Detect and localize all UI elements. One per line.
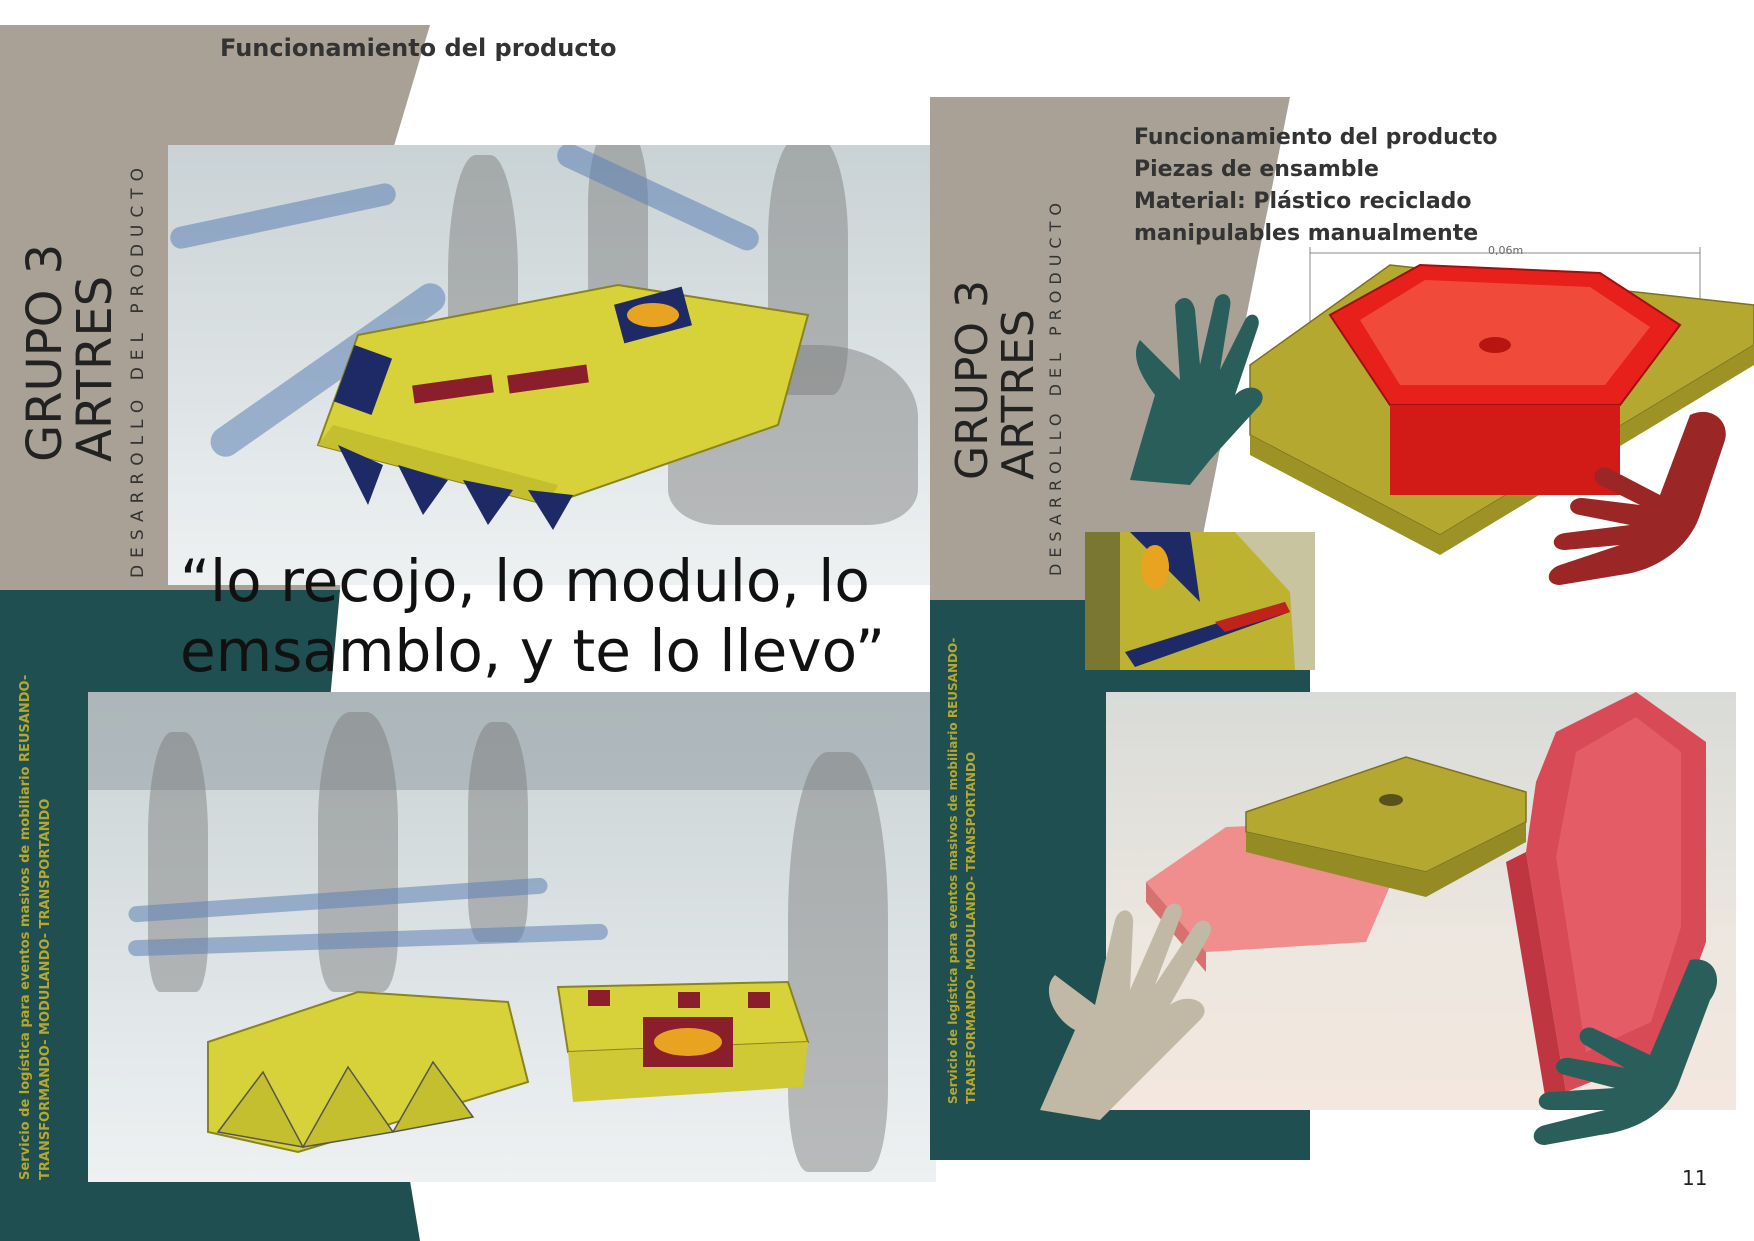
hexagon-piece-render — [1249, 247, 1754, 555]
silhouette — [468, 722, 528, 942]
spec-list: Funcionamiento del producto Piezas de en… — [1134, 122, 1497, 250]
spec-line-3: Material: Plástico reciclado — [1134, 189, 1472, 214]
right-brand: GRUPO 3 ARTRES — [947, 279, 1044, 480]
right-service-text: Servicio de logística para eventos masiv… — [944, 638, 980, 1104]
render-top-left — [168, 145, 930, 585]
quote-line2: emsamblo, y te lo llevo” — [180, 617, 886, 685]
taupe-panel-right — [930, 97, 1290, 600]
silhouette — [788, 752, 888, 1172]
left-brand-line1: GRUPO 3 — [17, 243, 73, 462]
crop-render — [1085, 532, 1315, 670]
left-brand: GRUPO 3 ARTRES — [17, 243, 123, 462]
page-number: 11 — [1682, 1166, 1708, 1190]
render-bottom-left — [88, 692, 936, 1182]
left-heading: Funcionamiento del producto — [220, 34, 617, 62]
grey-band — [88, 692, 936, 790]
right-service-line1: Servicio de logística para eventos masiv… — [946, 637, 960, 1104]
hand-icon — [1548, 411, 1726, 585]
left-subtitle: DESARROLLO DEL PRODUCTO — [128, 160, 148, 578]
spec-line-1: Funcionamiento del producto — [1134, 125, 1498, 150]
spec-line-2: Piezas de ensamble — [1134, 157, 1379, 182]
quote-line1: “lo recojo, lo modulo, lo — [180, 547, 870, 615]
hand-icon — [1040, 903, 1211, 1120]
right-subtitle: DESARROLLO DEL PRODUCTO — [1046, 197, 1065, 576]
render-bottom-right — [1106, 692, 1736, 1110]
assembly-render — [1146, 692, 1706, 1102]
right-brand-line2: ARTRES — [993, 309, 1044, 480]
spec-line-4: manipulables manualmente — [1134, 221, 1479, 246]
right-service-line2: TRANSFORMANDO- MODULANDO- TRANSPORTANDO — [964, 751, 978, 1104]
modules-render — [207, 980, 810, 1154]
dimension-label: 0,06m — [1488, 244, 1524, 257]
quote: “lo recojo, lo modulo, lo emsamblo, y te… — [180, 546, 885, 686]
right-brand-line1: GRUPO 3 — [947, 279, 998, 480]
left-service-line2: TRANSFORMANDO- MODULANDO- TRANSPORTANDO — [38, 798, 53, 1180]
hand-icon — [1533, 959, 1718, 1145]
left-service-text: Servicio de logística para eventos masiv… — [16, 675, 56, 1180]
folded-product-render — [316, 283, 810, 530]
left-service-line1: Servicio de logística para eventos masiv… — [18, 674, 33, 1180]
hand-icon — [1130, 294, 1263, 485]
left-brand-line2: ARTRES — [67, 275, 123, 462]
